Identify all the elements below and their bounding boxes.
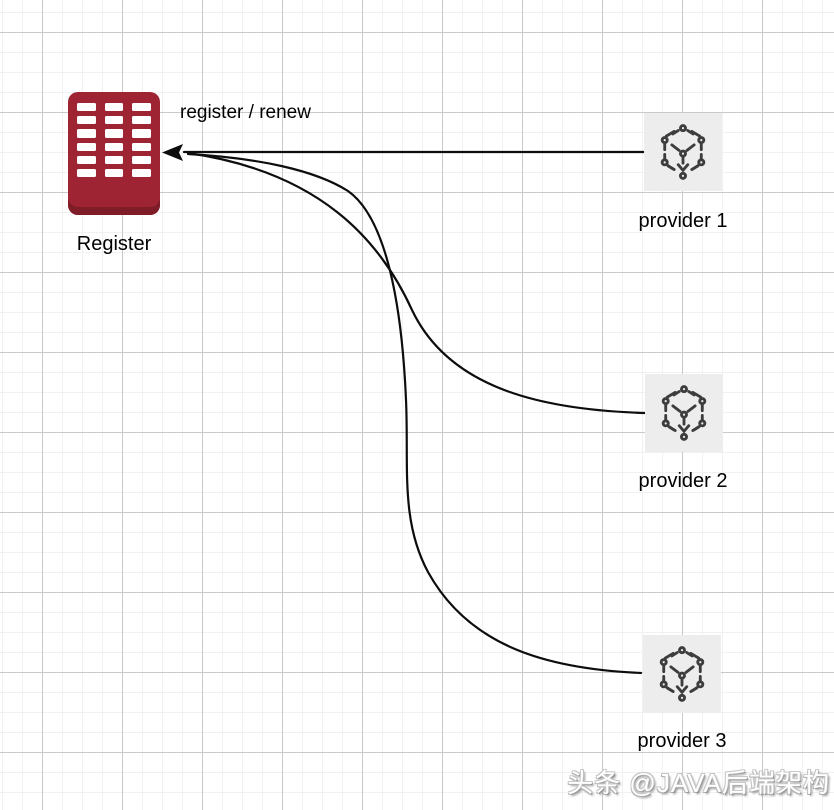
edge-label-register-renew: register / renew <box>180 102 311 123</box>
register-label: Register <box>76 233 152 255</box>
wireframe-cube-icon <box>654 121 712 183</box>
provider-2-node <box>645 374 723 452</box>
provider-1-label: provider 1 <box>638 210 728 232</box>
provider-3-label: provider 3 <box>637 730 727 752</box>
watermark-text: 头条 @JAVA后端架构 <box>567 768 830 798</box>
provider-2-label: provider 2 <box>638 470 728 492</box>
wireframe-cube-icon <box>653 643 711 705</box>
provider-1-node <box>644 113 722 191</box>
edge-provider3-register <box>186 152 643 675</box>
edge-provider2-register <box>186 151 647 415</box>
register-node <box>68 92 160 215</box>
provider-3-node <box>643 635 721 713</box>
wireframe-cube-icon <box>655 382 713 444</box>
building-grid-icon <box>77 103 151 177</box>
arrowhead <box>162 144 183 161</box>
